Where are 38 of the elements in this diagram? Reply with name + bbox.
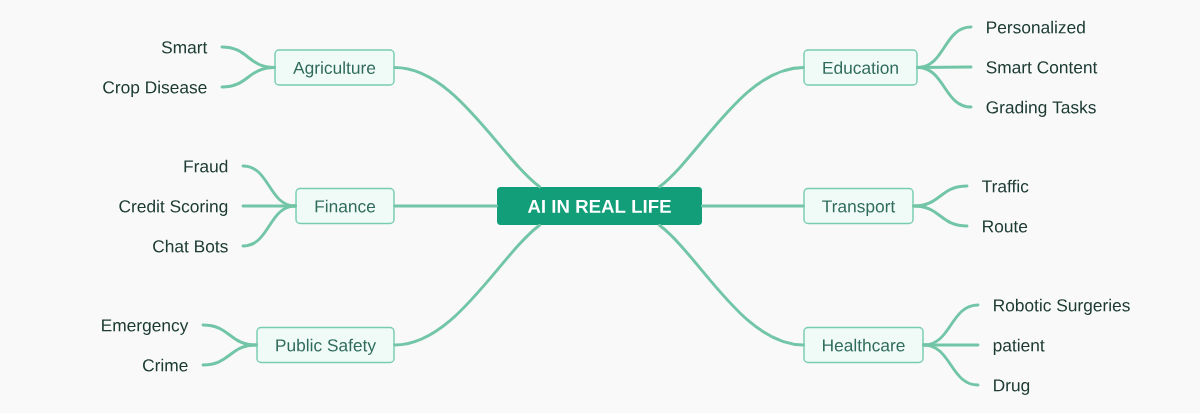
subtopic-text: Smart [161,41,208,54]
subtopic-text: Smart Content [986,61,1098,74]
connector-line [220,66,276,89]
connector-line [916,66,973,109]
connector-line [922,303,980,347]
connector-line [912,184,969,208]
connector-line [201,323,258,347]
connector-line [912,204,969,228]
subtopic-text: Emergency [102,319,189,335]
subtopic-text: Drug [994,379,1030,395]
connector-line [922,343,980,387]
branch-box: Finance [295,187,395,225]
branch-box: Transport [803,187,914,225]
subtopic-text: Fraud [184,159,228,173]
subtopic-text: Chat Bots [153,239,228,253]
subtopic-text: Grading Tasks [986,100,1096,117]
branch-box: Education [803,49,918,86]
connector-line [658,223,805,347]
subtopic-text: patient [993,338,1045,355]
connector-line [393,204,499,208]
subtopic-text: Robotic Surgeries [994,298,1130,315]
connector-line [658,66,805,189]
branch-box: Public Safety [256,326,395,364]
subtopic-text: Credit Scoring [119,199,228,216]
connector-line [241,204,297,248]
connector-line [201,343,258,367]
subtopic-text: Traffic [982,179,1029,193]
connector-line [700,204,805,208]
connector-line [241,164,297,208]
subtopic-text: Crop Disease [103,80,207,97]
subtopic-text: Route [983,220,1028,233]
branch-box: Healthcare [803,326,924,364]
branch-box: Agriculture [274,49,395,86]
subtopic-text: Crime [143,358,188,372]
connector-line [393,66,541,189]
subtopic-text: Personalized [987,20,1085,34]
central-topic-box: AI IN REAL LIFE [497,187,702,225]
connector-line [393,223,541,347]
